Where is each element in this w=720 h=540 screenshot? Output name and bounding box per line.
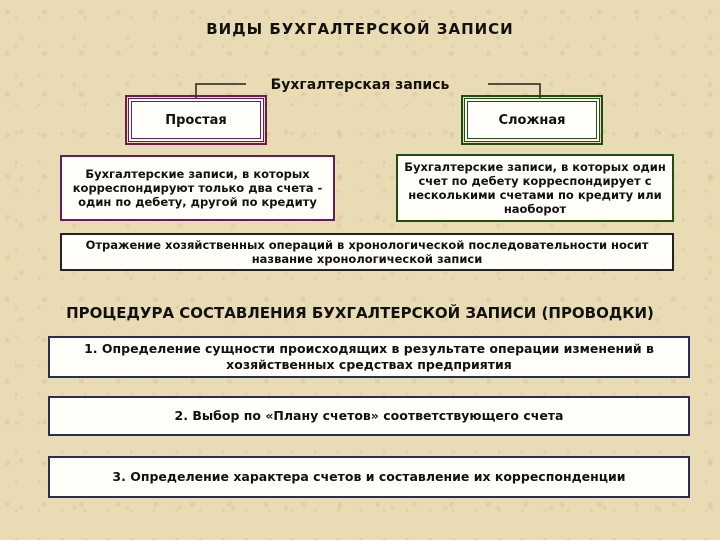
procedure-step-3: 3. Определение характера счетов и состав… — [48, 456, 690, 498]
chronological-note-box: Отражение хозяйственных операций в хроно… — [60, 233, 674, 271]
procedure-step-1: 1. Определение сущности происходящих в р… — [48, 336, 690, 378]
complex-entry-label: Сложная — [498, 112, 566, 128]
chronological-note-text: Отражение хозяйственных операций в хроно… — [85, 238, 649, 266]
root-node-label: Бухгалтерская запись — [270, 77, 450, 93]
simple-description-text: Бухгалтерские записи, в которых корреспо… — [72, 167, 323, 209]
procedure-step-1-text: 1. Определение сущности происходящих в р… — [84, 341, 654, 372]
complex-entry-box: Сложная — [461, 95, 603, 145]
complex-entry-description: Бухгалтерские записи, в которых один сче… — [396, 154, 674, 222]
simple-entry-label: Простая — [165, 112, 227, 128]
complex-description-text: Бухгалтерские записи, в которых один сче… — [404, 160, 666, 216]
simple-entry-description: Бухгалтерские записи, в которых корреспо… — [60, 155, 335, 221]
page-title: ВИДЫ БУХГАЛТЕРСКОЙ ЗАПИСИ — [206, 20, 514, 38]
procedure-step-2-text: 2. Выбор по «Плану счетов» соответствующ… — [174, 408, 564, 423]
simple-entry-box: Простая — [125, 95, 267, 145]
procedure-step-3-text: 3. Определение характера счетов и состав… — [112, 469, 626, 484]
procedure-step-2: 2. Выбор по «Плану счетов» соответствующ… — [48, 396, 690, 436]
procedure-title: ПРОЦЕДУРА СОСТАВЛЕНИЯ БУХГАЛТЕРСКОЙ ЗАПИ… — [66, 304, 654, 322]
